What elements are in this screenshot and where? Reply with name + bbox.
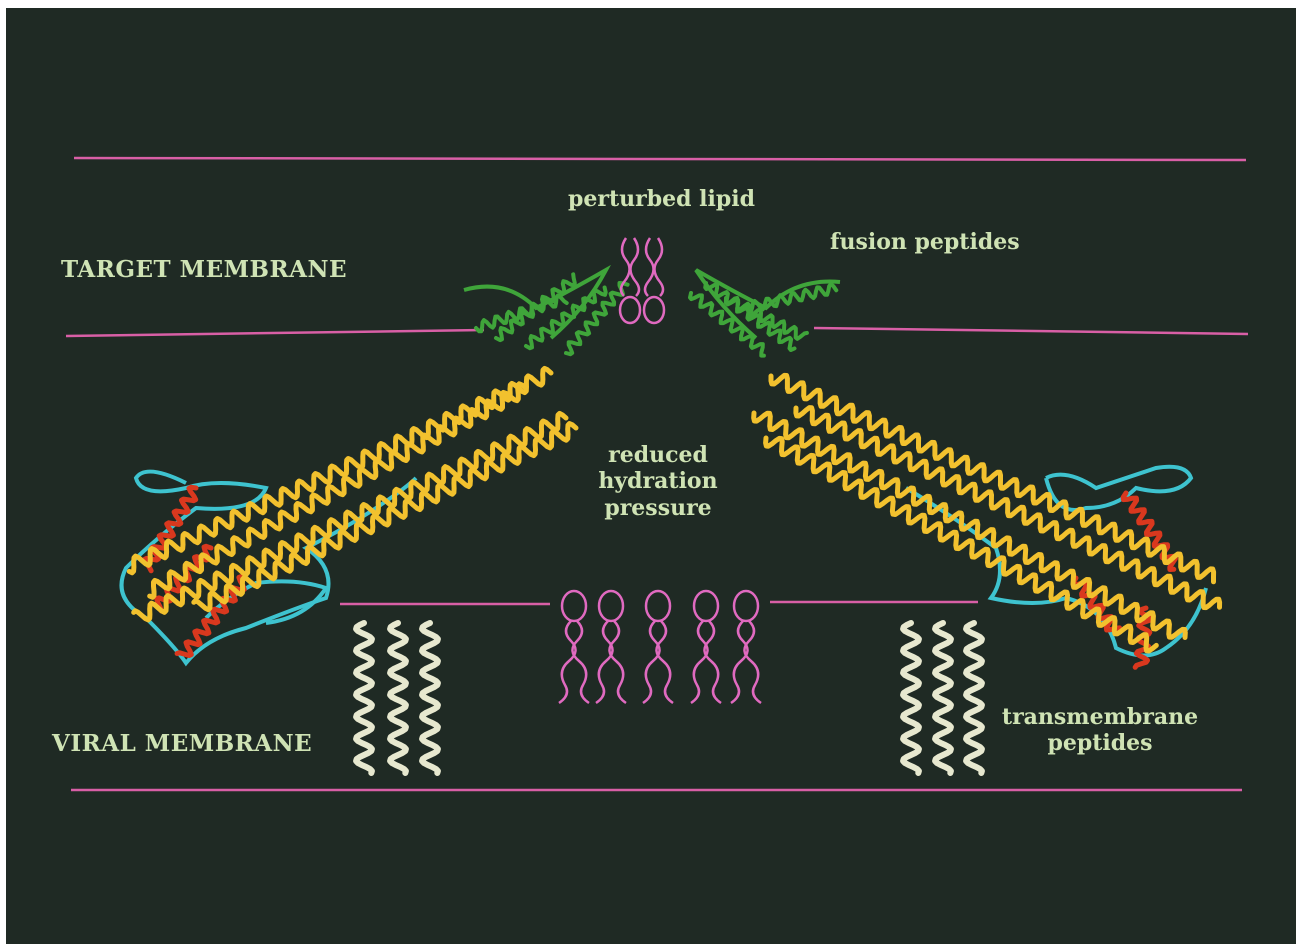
bilayer-lipid-5 [731,591,761,703]
transmembrane-helix-6 [966,623,982,773]
right-coiled-coil-helix-2 [754,413,1186,638]
reduced-hydration-pressure-label: reduced hydration pressure [598,442,717,521]
transmembrane-peptides-label: transmembrane peptides [1002,704,1198,757]
right-coiled-coil-helix-3 [796,408,1220,608]
transmembrane-helix-2 [390,623,406,773]
transmembrane-peptides-line-2: peptides [1002,730,1198,756]
reduced-hydration-pressure-line-2: hydration [598,468,717,494]
left-coiled-coil-helix-3 [150,384,526,598]
transmembrane-helix-4 [903,623,919,773]
membrane-line-1 [74,158,1246,160]
transmembrane-helix-3 [422,623,438,773]
reduced-hydration-pressure-line-1: reduced [598,442,717,468]
perturbed-lipid-label: perturbed lipid [568,186,755,212]
perturbed-lipid-2 [644,238,664,323]
right-coiled-coil-helix-4 [766,438,1157,651]
left-coiled-coil-helix-2 [134,413,566,620]
bilayer-lipid-2 [596,591,626,703]
transmembrane-helix-1 [356,623,372,773]
reduced-hydration-pressure-line-3: pressure [598,495,717,521]
membrane-line-3 [814,328,1248,334]
fusion-peptide-helix-4 [566,283,628,354]
left-coiled-coil-helix-4 [194,424,576,610]
perturbed-lipid-1 [620,238,640,323]
bilayer-lipid-3 [643,591,673,703]
viral-membrane-label: VIRAL MEMBRANE [52,730,312,758]
diagram-canvas: TARGET MEMBRANE VIRAL MEMBRANE perturbed… [6,8,1296,944]
bilayer-lipid-4 [691,591,721,703]
transmembrane-peptides-line-1: transmembrane [1002,704,1198,730]
membrane-line-2 [66,330,484,336]
bilayer-lipid-1 [559,591,589,703]
fusion-peptides-label: fusion peptides [830,229,1020,255]
transmembrane-helix-5 [935,623,951,773]
target-membrane-label: TARGET MEMBRANE [61,256,347,284]
